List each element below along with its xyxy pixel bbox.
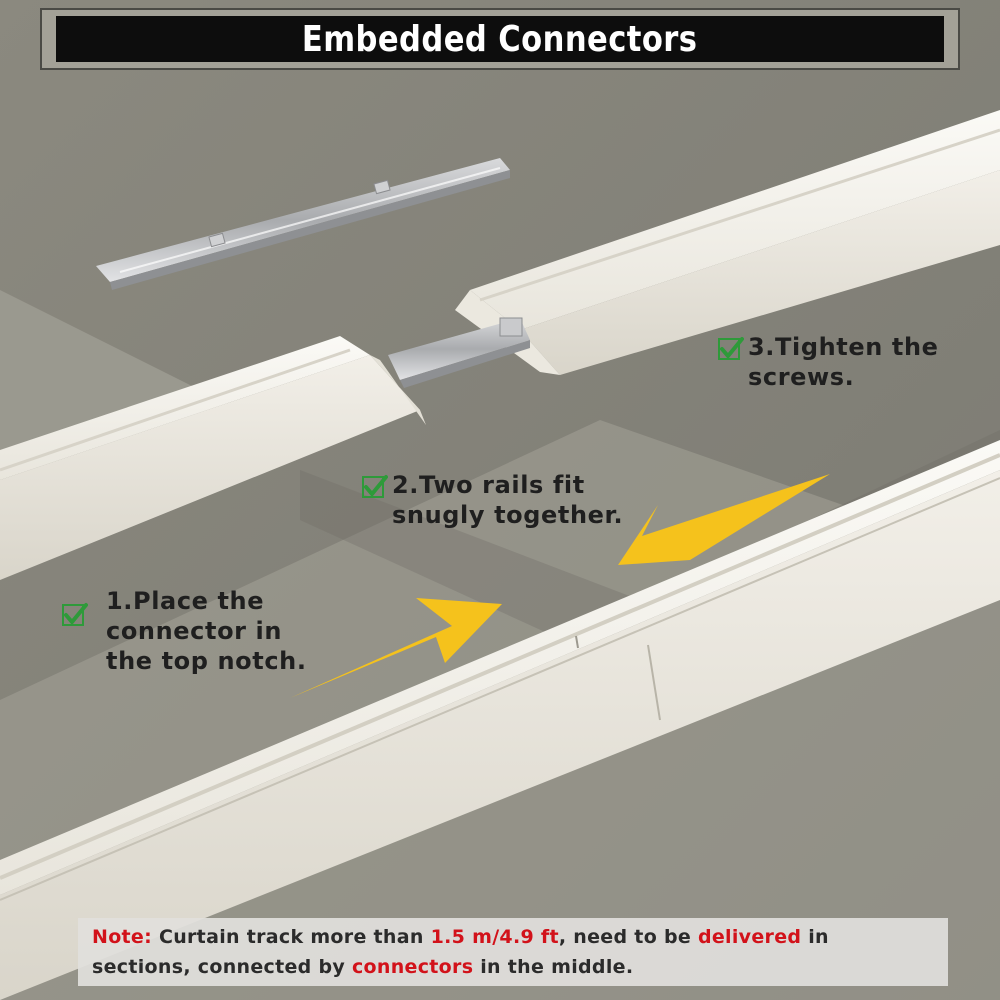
page-title: Embedded Connectors <box>302 18 698 60</box>
step-1-line-1: 1.Place the <box>106 587 265 615</box>
step-2-text: 2.Two rails fit snugly together. <box>392 470 623 530</box>
arrow-icon <box>290 598 502 698</box>
note-box: Note: Curtain track more than 1.5 m/4.9 … <box>78 918 948 986</box>
title-background: Embedded Connectors <box>56 16 944 62</box>
step-2-callout: 2.Two rails fit snugly together. <box>362 470 623 530</box>
step-3-text: 3.Tighten the screws. <box>748 332 939 392</box>
step-3-line-1: 3.Tighten the <box>748 333 939 361</box>
step-2-line-1: 2.Two rails fit <box>392 471 585 499</box>
foreground-rail <box>0 440 1000 1000</box>
note-text-2: , need to be <box>558 926 698 948</box>
note-length: 1.5 m/4.9 ft <box>430 926 559 948</box>
step-1-callout: 1.Place the connector in the top notch. <box>62 586 307 676</box>
step-2-line-2: snugly together. <box>392 501 624 529</box>
note-label: Note: <box>92 926 153 948</box>
check-icon <box>62 603 88 626</box>
note-text-3: in sections, connected by <box>92 926 829 978</box>
title-banner: Embedded Connectors <box>40 8 960 70</box>
note-text-1: Curtain track more than <box>152 926 431 948</box>
loose-connector-bar <box>96 158 510 290</box>
step-1-line-2: connector in <box>106 617 283 645</box>
step-3-callout: 3.Tighten the screws. <box>718 332 939 392</box>
note-text-4: in the middle. <box>473 956 634 978</box>
step-1-line-3: the top notch. <box>106 647 307 675</box>
step-1-text: 1.Place the connector in the top notch. <box>106 586 307 676</box>
step-3-line-2: screws. <box>748 363 855 391</box>
upper-left-rail <box>0 336 426 580</box>
check-icon <box>718 337 744 360</box>
note-connectors: connectors <box>351 956 474 978</box>
arrow-icon <box>618 474 830 565</box>
inserted-connector <box>388 317 530 388</box>
note-delivered: delivered <box>697 926 802 948</box>
check-icon <box>362 475 388 498</box>
